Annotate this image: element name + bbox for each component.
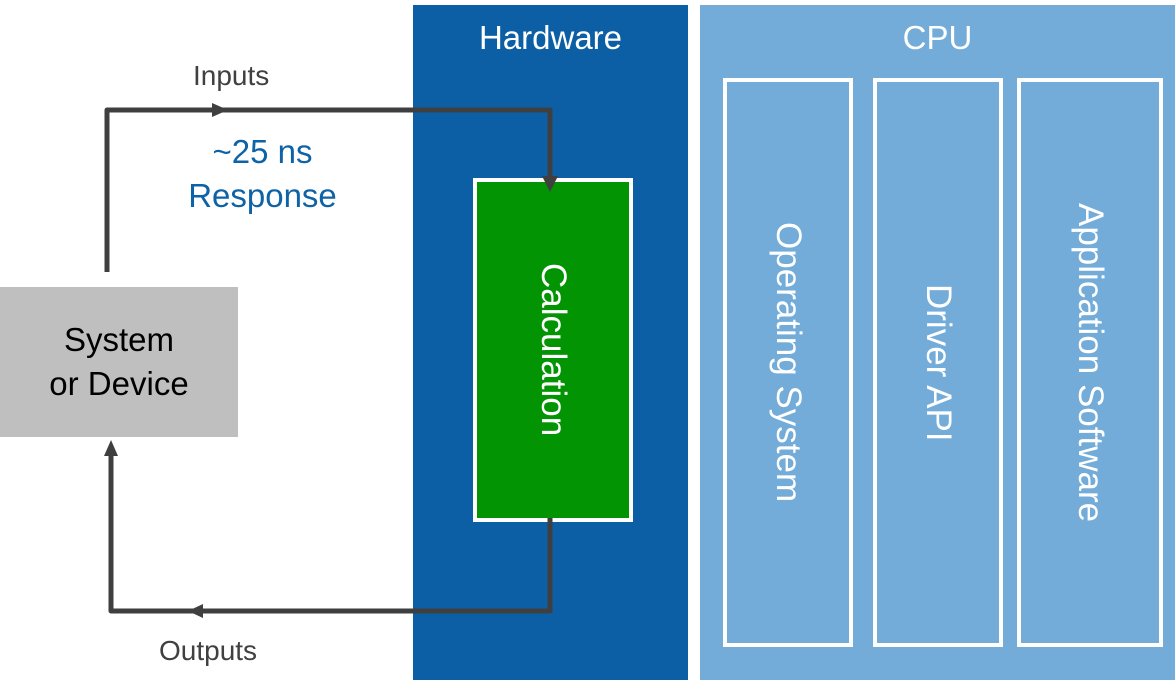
cpu-layer-operating-system: Operating System [723,78,853,647]
response-time-caption: Response [188,177,337,214]
calc-input-arrow-icon [542,176,558,192]
input-wire [104,107,553,272]
cpu-layer-label: Driver API [919,283,958,442]
calculation-label: Calculation [534,263,573,437]
output-wire [108,455,553,614]
response-time-label: ~25 ns Response [150,130,375,218]
output-arrow-icon [188,604,203,618]
system-box-line2: or Device [49,365,189,402]
inputs-label: Inputs [193,60,270,91]
system-device-box: System or Device [0,287,238,437]
cpu-layer-label: Operating System [769,222,808,503]
outputs-label: Outputs [159,635,258,666]
calculation-box: Calculation [473,178,633,522]
cpu-layer-driver-api: Driver API [873,78,1003,647]
input-arrow-icon [212,103,228,117]
response-time-value: ~25 ns [212,133,313,170]
cpu-layer-application-software: Application Software [1017,78,1163,647]
hardware-title: Hardware [478,19,623,56]
cpu-title: CPU [902,19,973,56]
cpu-layer-label: Application Software [1071,202,1110,523]
system-box-line1: System [63,321,174,358]
system-input-arrow-icon [104,440,118,456]
